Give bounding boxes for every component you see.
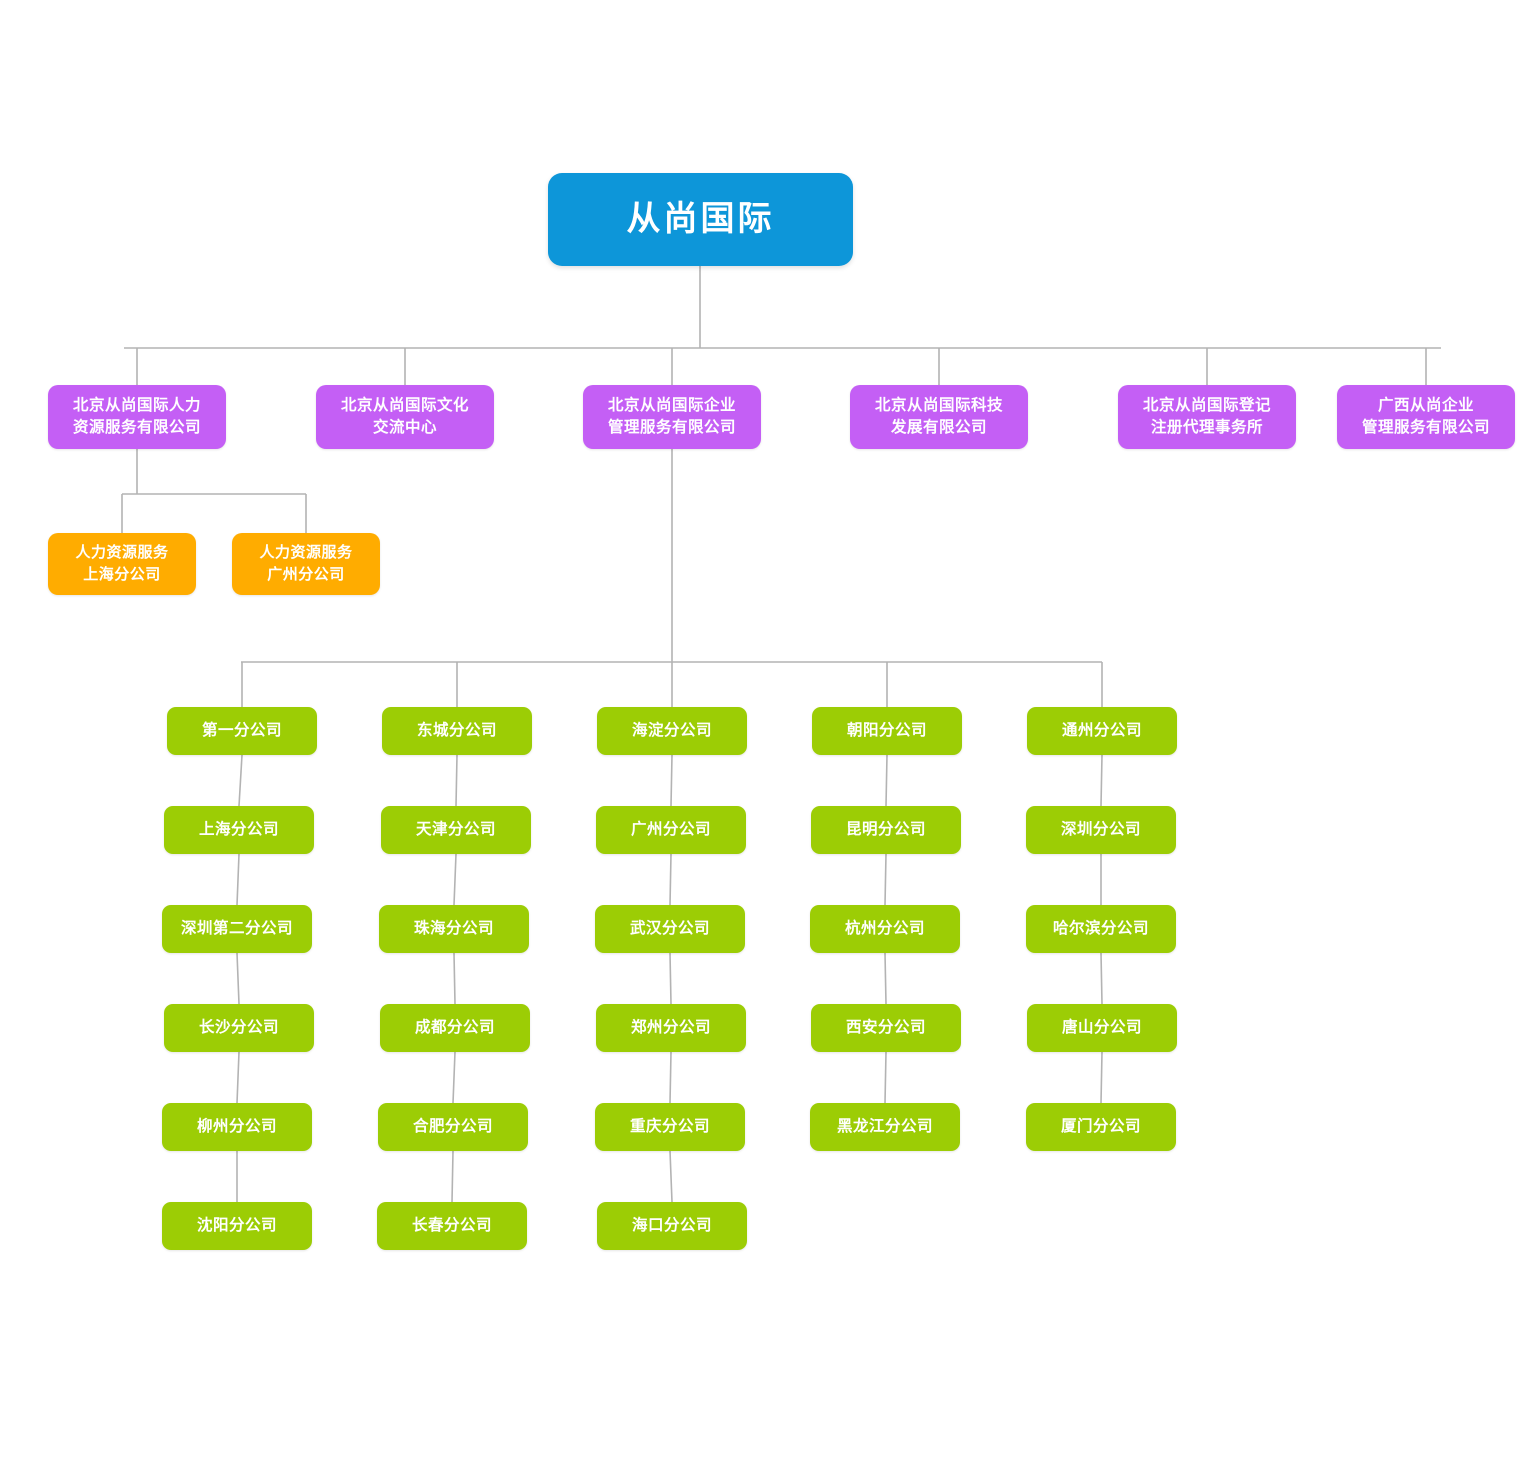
connector-branch-col-2-link-4 bbox=[452, 1051, 456, 1104]
connector-branch-col-2-link-2 bbox=[453, 853, 457, 906]
branch-node-c4-r3[interactable]: 杭州分公司 bbox=[810, 905, 960, 953]
connector-branch-col-4-link-3 bbox=[884, 952, 887, 1005]
connector-branch-col-2-link-3 bbox=[453, 952, 456, 1005]
connector-branch-col-2-link-5 bbox=[451, 1150, 454, 1203]
subsidiary-node-4[interactable]: 北京从尚国际科技 发展有限公司 bbox=[850, 385, 1028, 449]
connector-branch-col-1-link-3 bbox=[236, 952, 240, 1005]
branch-node-c1-r1[interactable]: 第一分公司 bbox=[167, 707, 317, 755]
connector-branch-col-1-link-2 bbox=[236, 853, 240, 906]
branch-node-c3-r5[interactable]: 重庆分公司 bbox=[595, 1103, 745, 1151]
branch-node-c2-r1[interactable]: 东城分公司 bbox=[382, 707, 532, 755]
hr-branch-node-2[interactable]: 人力资源服务 广州分公司 bbox=[232, 533, 380, 595]
branch-node-c1-r5[interactable]: 柳州分公司 bbox=[162, 1103, 312, 1151]
subsidiary-node-3[interactable]: 北京从尚国际企业 管理服务有限公司 bbox=[583, 385, 761, 449]
connector-branch-col-1-link-4 bbox=[236, 1051, 240, 1104]
subsidiary-node-1[interactable]: 北京从尚国际人力 资源服务有限公司 bbox=[48, 385, 226, 449]
branch-node-c1-r2[interactable]: 上海分公司 bbox=[164, 806, 314, 854]
connector-branch-col-4-link-2 bbox=[884, 853, 887, 906]
branch-node-c3-r2[interactable]: 广州分公司 bbox=[596, 806, 746, 854]
connector-branch-col-5-link-1 bbox=[1100, 754, 1103, 807]
connector-branch-col-3-link-3 bbox=[669, 952, 672, 1005]
branch-node-c5-r1[interactable]: 通州分公司 bbox=[1027, 707, 1177, 755]
branch-node-c5-r4[interactable]: 唐山分公司 bbox=[1027, 1004, 1177, 1052]
connector-branch-col-1-link-1 bbox=[238, 754, 243, 807]
connector-branch-col-3-link-2 bbox=[669, 853, 672, 906]
connector-branch-col-4-link-4 bbox=[884, 1051, 887, 1104]
subsidiary-node-6[interactable]: 广西从尚企业 管理服务有限公司 bbox=[1337, 385, 1515, 449]
branch-node-c1-r6[interactable]: 沈阳分公司 bbox=[162, 1202, 312, 1250]
connector-branch-col-3-link-5 bbox=[669, 1150, 673, 1203]
connector-branch-col-5-link-3 bbox=[1100, 952, 1103, 1005]
branch-node-c2-r3[interactable]: 珠海分公司 bbox=[379, 905, 529, 953]
branch-node-c3-r3[interactable]: 武汉分公司 bbox=[595, 905, 745, 953]
branch-node-c1-r3[interactable]: 深圳第二分公司 bbox=[162, 905, 312, 953]
hr-branch-node-1[interactable]: 人力资源服务 上海分公司 bbox=[48, 533, 196, 595]
subsidiary-node-5[interactable]: 北京从尚国际登记 注册代理事务所 bbox=[1118, 385, 1296, 449]
branch-node-c3-r6[interactable]: 海口分公司 bbox=[597, 1202, 747, 1250]
branch-node-c4-r5[interactable]: 黑龙江分公司 bbox=[810, 1103, 960, 1151]
branch-node-c4-r1[interactable]: 朝阳分公司 bbox=[812, 707, 962, 755]
branch-node-c2-r2[interactable]: 天津分公司 bbox=[381, 806, 531, 854]
subsidiary-node-2[interactable]: 北京从尚国际文化 交流中心 bbox=[316, 385, 494, 449]
connector-branch-col-3-link-1 bbox=[670, 754, 673, 807]
branch-node-c5-r5[interactable]: 厦门分公司 bbox=[1026, 1103, 1176, 1151]
connector-branch-col-2-link-1 bbox=[455, 754, 458, 807]
branch-node-c5-r2[interactable]: 深圳分公司 bbox=[1026, 806, 1176, 854]
branch-node-c2-r5[interactable]: 合肥分公司 bbox=[378, 1103, 528, 1151]
connector-branch-col-3-link-4 bbox=[669, 1051, 672, 1104]
branch-node-c4-r2[interactable]: 昆明分公司 bbox=[811, 806, 961, 854]
branch-node-c2-r4[interactable]: 成都分公司 bbox=[380, 1004, 530, 1052]
branch-node-c4-r4[interactable]: 西安分公司 bbox=[811, 1004, 961, 1052]
branch-node-c2-r6[interactable]: 长春分公司 bbox=[377, 1202, 527, 1250]
connector-branch-col-4-link-1 bbox=[885, 754, 888, 807]
branch-node-c3-r4[interactable]: 郑州分公司 bbox=[596, 1004, 746, 1052]
org-root-node[interactable]: 从尚国际 bbox=[548, 173, 853, 266]
branch-node-c1-r4[interactable]: 长沙分公司 bbox=[164, 1004, 314, 1052]
connector-branch-col-5-link-4 bbox=[1100, 1051, 1103, 1104]
branch-node-c3-r1[interactable]: 海淀分公司 bbox=[597, 707, 747, 755]
branch-node-c5-r3[interactable]: 哈尔滨分公司 bbox=[1026, 905, 1176, 953]
